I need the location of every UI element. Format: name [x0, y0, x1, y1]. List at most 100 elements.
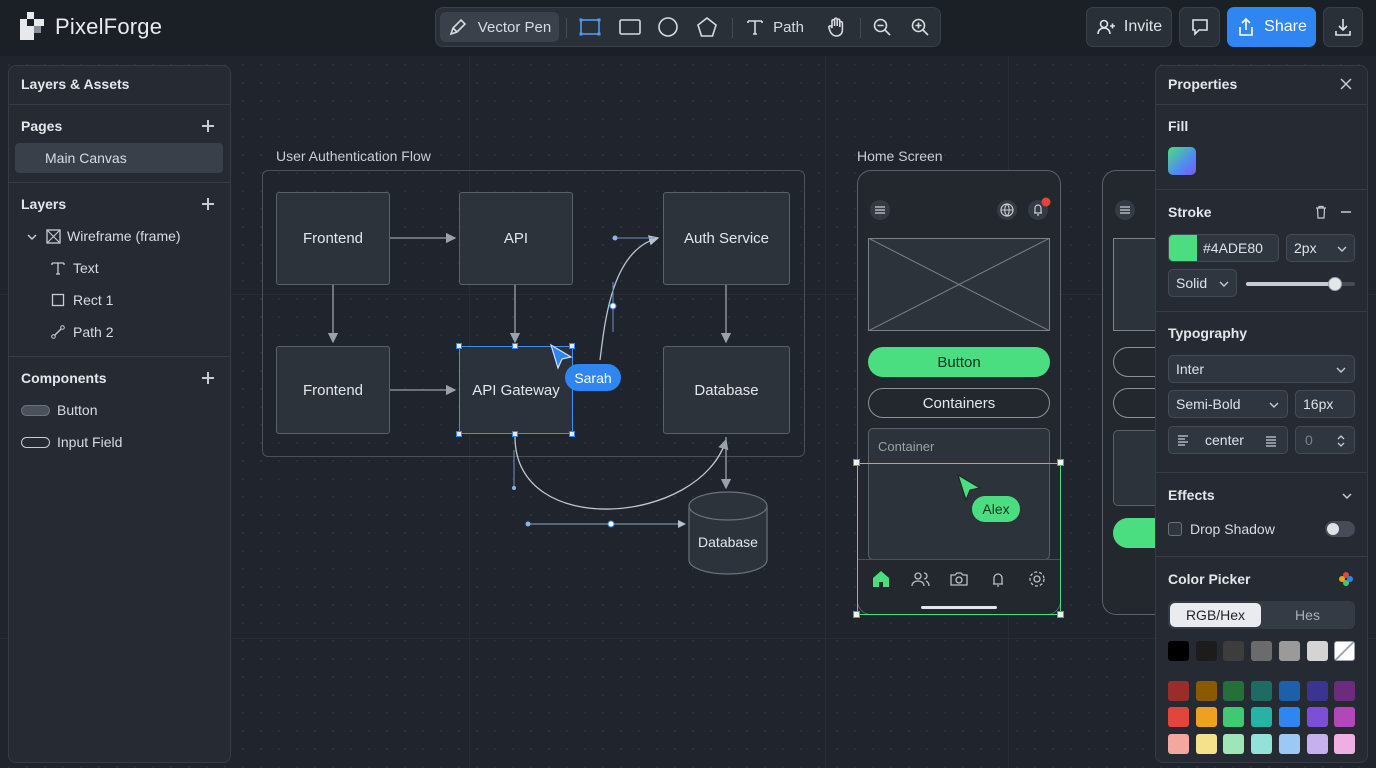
download-button[interactable]: [1323, 7, 1363, 47]
color-swatch[interactable]: [1168, 681, 1189, 701]
trash-icon[interactable]: [1314, 205, 1328, 219]
close-icon[interactable]: [1340, 78, 1352, 90]
resize-handle[interactable]: [456, 431, 462, 437]
color-swatch[interactable]: [1223, 707, 1245, 727]
color-swatch[interactable]: [1251, 707, 1273, 727]
layer-item-wireframe[interactable]: Wireframe (frame): [67, 228, 181, 244]
color-swatch[interactable]: [1306, 641, 1328, 661]
drop-shadow-checkbox[interactable]: [1168, 522, 1182, 536]
text-path-tool[interactable]: Path: [740, 12, 810, 42]
camera-tab-icon[interactable]: [949, 569, 969, 589]
chevron-down-icon[interactable]: [1341, 490, 1353, 502]
zoom-out-button[interactable]: [866, 12, 898, 42]
invite-button[interactable]: Invite: [1086, 7, 1172, 47]
selected-container-outline[interactable]: [857, 463, 1061, 615]
hand-tool[interactable]: [820, 12, 852, 42]
letter-spacing-field[interactable]: 0: [1295, 426, 1355, 454]
color-swatch[interactable]: [1195, 641, 1217, 661]
stroke-opacity-slider-thumb[interactable]: [1328, 277, 1343, 291]
add-page-icon[interactable]: [202, 120, 214, 132]
color-swatch[interactable]: [1168, 641, 1189, 661]
color-swatch[interactable]: [1306, 681, 1328, 701]
tab-hes[interactable]: Hes: [1295, 607, 1320, 623]
node-database[interactable]: Database: [663, 346, 790, 434]
containers-button[interactable]: Containers: [868, 388, 1050, 418]
align-justify-icon[interactable]: [1265, 435, 1277, 447]
vector-pen-tool[interactable]: Vector Pen: [440, 12, 559, 42]
color-swatch[interactable]: [1306, 707, 1328, 727]
globe-icon[interactable]: [996, 199, 1018, 221]
layer-item-text[interactable]: Text: [73, 260, 99, 276]
color-swatch[interactable]: [1251, 681, 1273, 701]
chevron-down-icon[interactable]: [26, 231, 38, 243]
node-frontend-bottom[interactable]: Frontend: [276, 346, 390, 434]
resize-handle[interactable]: [569, 431, 575, 437]
stroke-opacity-track[interactable]: [1246, 277, 1355, 291]
color-swatch[interactable]: [1223, 641, 1245, 661]
home-button[interactable]: Button: [868, 347, 1050, 377]
comments-button[interactable]: [1179, 7, 1220, 47]
polygon-tool[interactable]: [691, 12, 723, 42]
color-swatch[interactable]: [1223, 681, 1245, 701]
color-swatch[interactable]: [1334, 681, 1356, 701]
font-weight-select[interactable]: Semi-Bold: [1168, 390, 1288, 418]
color-wheel-icon[interactable]: [1338, 571, 1354, 587]
menu-icon[interactable]: [869, 199, 891, 221]
component-item-button[interactable]: Button: [57, 402, 98, 418]
layer-item-path-2[interactable]: Path 2: [73, 324, 114, 340]
color-swatch[interactable]: [1306, 734, 1328, 754]
color-swatch[interactable]: [1278, 707, 1300, 727]
share-button[interactable]: Share: [1227, 7, 1316, 47]
home-tab-icon[interactable]: [871, 569, 891, 589]
color-swatch[interactable]: [1334, 707, 1356, 727]
bell-tab-icon[interactable]: [988, 569, 1008, 589]
color-swatch[interactable]: [1278, 734, 1300, 754]
color-swatch[interactable]: [1334, 734, 1356, 754]
node-database-cylinder-label[interactable]: Database: [698, 534, 758, 550]
text-align-control[interactable]: center: [1168, 426, 1288, 454]
ellipse-tool[interactable]: [652, 12, 684, 42]
resize-handle[interactable]: [853, 611, 860, 618]
resize-handle[interactable]: [1057, 459, 1064, 466]
stroke-width-select[interactable]: 2px: [1286, 234, 1355, 262]
color-swatch[interactable]: [1195, 734, 1217, 754]
font-family-select[interactable]: Inter: [1168, 355, 1355, 383]
frame-tool[interactable]: [574, 12, 606, 42]
container-card[interactable]: [868, 428, 1050, 560]
stepper-icon[interactable]: [1336, 433, 1346, 449]
align-left-icon[interactable]: [1177, 434, 1189, 446]
resize-handle[interactable]: [456, 343, 462, 349]
resize-handle[interactable]: [1057, 611, 1064, 618]
rectangle-tool[interactable]: [614, 12, 646, 42]
color-swatch[interactable]: [1334, 641, 1356, 661]
color-swatch[interactable]: [1195, 681, 1217, 701]
settings-tab-icon[interactable]: [1027, 569, 1047, 589]
node-api-gateway[interactable]: API Gateway: [459, 346, 573, 434]
color-swatch[interactable]: [1168, 734, 1189, 754]
add-component-icon[interactable]: [202, 372, 214, 384]
drop-shadow-toggle[interactable]: [1325, 521, 1355, 537]
tab-rgb-hex[interactable]: RGB/Hex: [1170, 603, 1261, 627]
auth-flow-frame[interactable]: [262, 170, 805, 457]
node-frontend-top[interactable]: Frontend: [276, 192, 390, 285]
color-swatch[interactable]: [1251, 734, 1273, 754]
node-api[interactable]: API: [459, 192, 573, 285]
resize-handle[interactable]: [512, 343, 518, 349]
resize-handle[interactable]: [569, 343, 575, 349]
color-swatch[interactable]: [1223, 734, 1245, 754]
zoom-in-button[interactable]: [904, 12, 936, 42]
color-swatch[interactable]: [1168, 707, 1189, 727]
minus-icon[interactable]: [1340, 205, 1352, 219]
page-item-main-canvas[interactable]: [15, 143, 223, 173]
color-swatch[interactable]: [1278, 681, 1300, 701]
fill-swatch[interactable]: [1168, 147, 1196, 175]
node-auth-service[interactable]: Auth Service: [663, 192, 790, 285]
people-tab-icon[interactable]: [910, 569, 930, 589]
color-swatch[interactable]: [1195, 707, 1217, 727]
resize-handle[interactable]: [853, 459, 860, 466]
color-swatch[interactable]: [1278, 641, 1300, 661]
notification-bell-icon[interactable]: [1027, 196, 1053, 222]
stroke-style-select[interactable]: Solid: [1168, 269, 1237, 297]
resize-handle[interactable]: [512, 431, 518, 437]
font-size-field[interactable]: 16px: [1295, 390, 1355, 418]
